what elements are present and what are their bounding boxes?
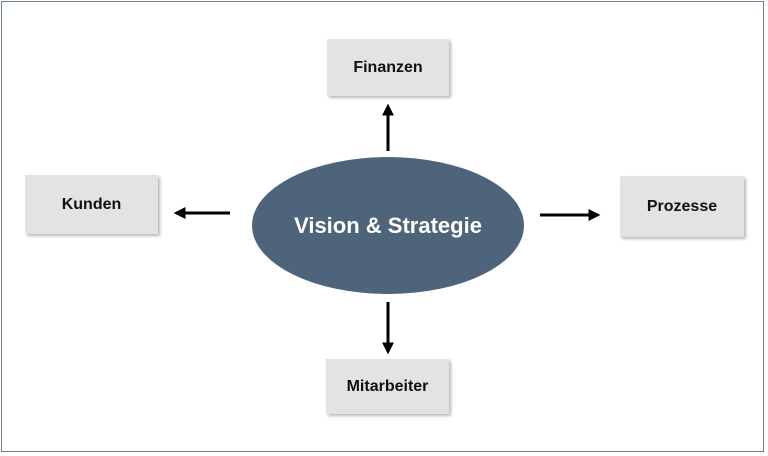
node-finanzen-label: Finanzen — [353, 58, 423, 76]
node-prozesse: Prozesse — [620, 176, 744, 237]
node-finanzen: Finanzen — [327, 39, 449, 96]
center-ellipse: Vision & Strategie — [252, 157, 524, 294]
node-mitarbeiter: Mitarbeiter — [326, 359, 449, 414]
node-kunden: Kunden — [25, 175, 158, 234]
node-kunden-label: Kunden — [61, 195, 122, 213]
node-mitarbeiter-label: Mitarbeiter — [346, 377, 429, 395]
node-prozesse-label: Prozesse — [646, 197, 718, 215]
center-label: Vision & Strategie — [294, 212, 482, 238]
